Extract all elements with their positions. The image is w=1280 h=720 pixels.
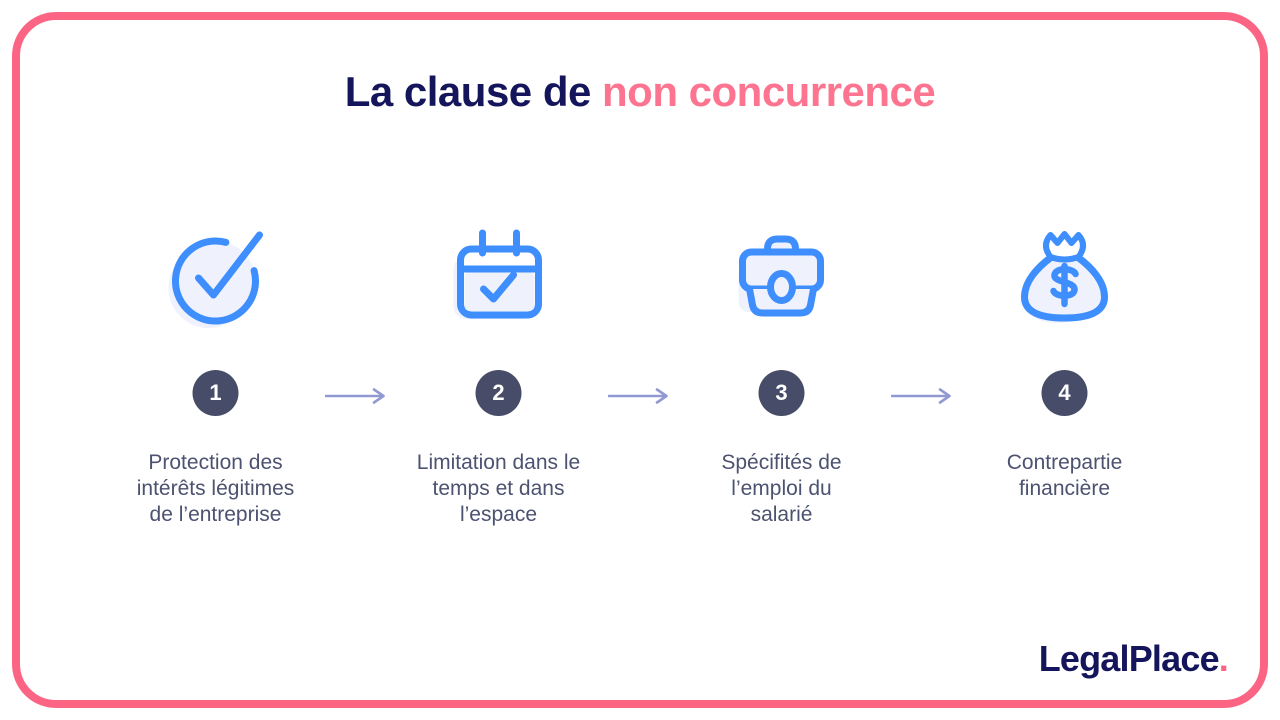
steps-row: 1 Protection des intérêts légitimes de l… — [96, 224, 1185, 528]
title-highlight: non concurrence — [602, 68, 936, 115]
step-number: 4 — [1058, 380, 1071, 405]
money-bag-icon — [1010, 224, 1120, 334]
step-number: 1 — [209, 380, 222, 405]
step-number-badge: 4 — [1041, 370, 1088, 416]
step-2: 2 Limitation dans le temps et dans l’esp… — [379, 224, 619, 528]
logo-dot: . — [1218, 638, 1229, 679]
step-number-badge: 1 — [192, 370, 239, 416]
logo-brand-text: LegalPlace — [1038, 638, 1220, 679]
step-number: 2 — [492, 380, 505, 405]
step-number-badge: 3 — [758, 370, 805, 416]
step-1: 1 Protection des intérêts légitimes de l… — [96, 224, 336, 528]
arrow-right-icon — [607, 388, 670, 404]
step-label: Spécifités de l’emploi du salarié — [721, 451, 842, 526]
arrow-right-icon — [890, 388, 953, 404]
legalplace-logo: LegalPlace. — [1038, 638, 1229, 680]
page-title: La clause de non concurrence — [0, 68, 1280, 116]
step-label: Protection des intérêts légitimes de l’e… — [136, 451, 295, 526]
step-number: 3 — [775, 380, 788, 405]
arrow-right-icon — [324, 388, 387, 404]
check-circle-icon — [161, 224, 271, 334]
step-label: Limitation dans le temps et dans l’espac… — [416, 451, 581, 526]
title-prefix: La clause de — [344, 68, 592, 115]
calendar-check-icon — [444, 224, 554, 334]
briefcase-icon — [727, 224, 837, 334]
step-label: Contrepartie financière — [1006, 451, 1123, 500]
step-3: 3 Spécifités de l’emploi du salarié — [662, 224, 902, 528]
step-4: 4 Contrepartie financière — [945, 224, 1185, 528]
step-number-badge: 2 — [475, 370, 522, 416]
